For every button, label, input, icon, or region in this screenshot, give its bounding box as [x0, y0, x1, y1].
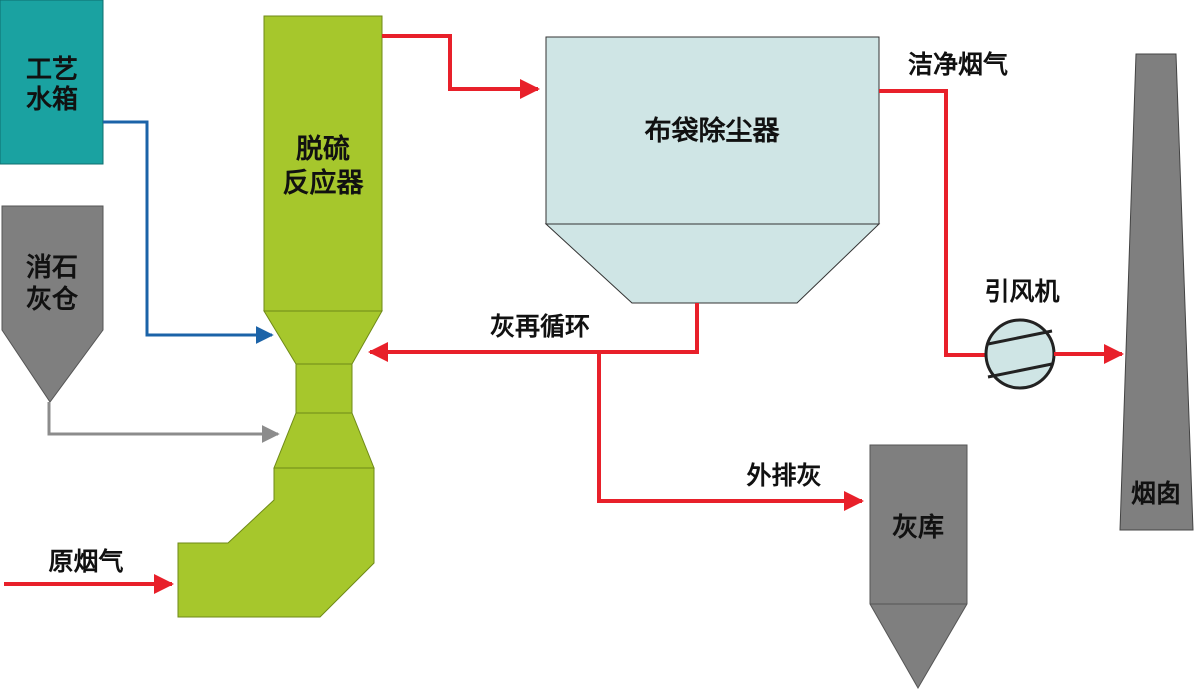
fan-icon	[984, 318, 1056, 390]
reactor-label-line1: 脱硫	[296, 133, 350, 165]
fan-label: 引风机	[984, 277, 1059, 306]
clean-gas-line	[879, 89, 986, 357]
chimney: 烟囱	[1119, 53, 1194, 531]
lime-silo-label-line1: 消石	[26, 253, 78, 283]
ash-recycle-line	[368, 303, 699, 362]
process-water-tank: 工艺 水箱	[0, 0, 104, 165]
chimney-label: 烟囱	[1131, 479, 1181, 508]
lime-silo-label-line2: 灰仓	[26, 284, 79, 315]
bag-filter	[544, 36, 881, 304]
water-tank-label-line2: 水箱	[26, 84, 78, 115]
lime-feed-line	[47, 402, 280, 443]
ash-bin: 灰库	[869, 444, 968, 689]
lime-silo: 消石 灰仓	[1, 205, 104, 403]
clean-gas-label: 洁净烟气	[908, 50, 1008, 79]
desulfurization-reactor	[177, 15, 383, 618]
ash-bin-label: 灰库	[892, 513, 944, 543]
ash-discharge-label: 外排灰	[746, 461, 821, 490]
bag-filter-label: 布袋除尘器	[645, 115, 781, 147]
ash-recycle-label: 灰再循环	[490, 312, 590, 341]
water-feed-line	[103, 120, 274, 344]
reactor-label-line2: 反应器	[283, 167, 365, 199]
water-tank-label-line1: 工艺	[26, 55, 78, 85]
reactor-to-filter-line	[382, 34, 540, 99]
ash-discharge-line	[597, 352, 864, 511]
raw-gas-label: 原烟气	[48, 547, 123, 576]
